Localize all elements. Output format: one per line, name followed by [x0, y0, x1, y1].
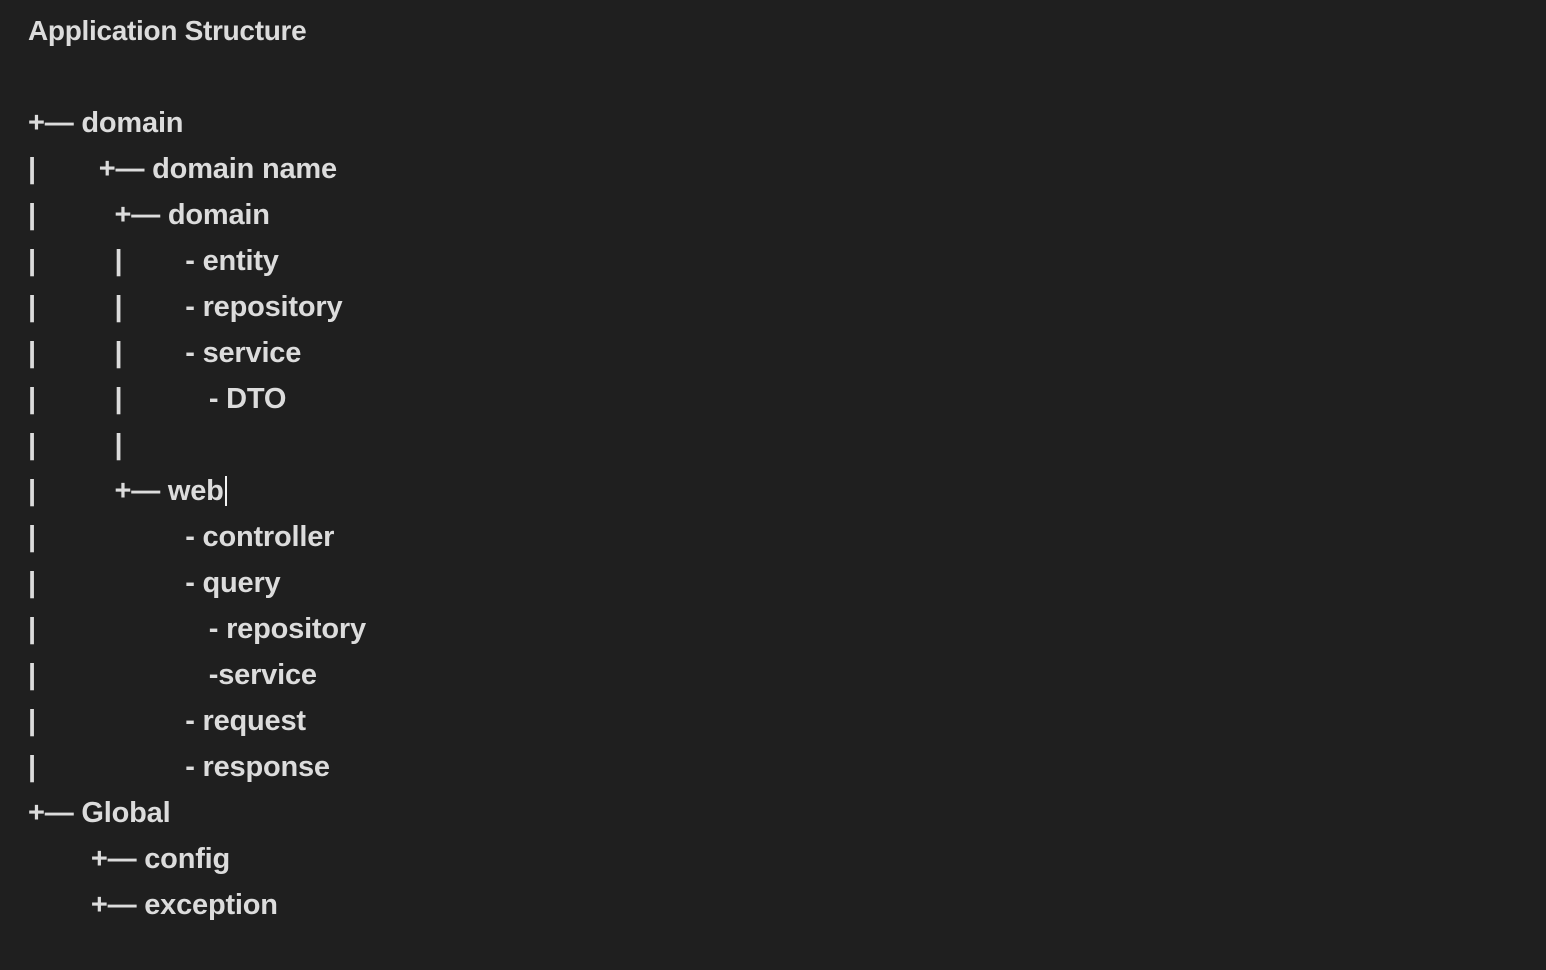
tree-line[interactable]: | +— domain [0, 192, 1546, 238]
tree-connector: | +— [28, 153, 153, 185]
tree-connector: | | - [28, 383, 227, 415]
tree-node-label: Global [81, 797, 171, 829]
tree-line[interactable]: | | - DTO [0, 376, 1546, 422]
tree-connector: | - [28, 659, 219, 691]
application-structure-tree[interactable]: +— domain| +— domain name| +— domain| | … [0, 100, 1546, 928]
tree-line[interactable]: | - query [0, 560, 1546, 606]
tree-node-label: domain [81, 107, 184, 139]
tree-connector: | - [28, 751, 203, 783]
tree-line[interactable]: | - controller [0, 514, 1546, 560]
tree-line[interactable]: | +— domain name [0, 146, 1546, 192]
tree-node-label: controller [202, 521, 335, 553]
blank-line [0, 54, 1546, 100]
tree-line[interactable]: +— Global [0, 790, 1546, 836]
tree-line[interactable]: +— domain [0, 100, 1546, 146]
tree-node-label: service [218, 659, 317, 691]
tree-connector: | - [28, 521, 203, 553]
tree-connector: | - [28, 705, 203, 737]
text-cursor [224, 476, 227, 506]
tree-node-label: config [144, 843, 231, 875]
tree-connector: | | [28, 429, 123, 461]
tree-node-label: service [202, 337, 302, 369]
tree-connector: +— [28, 843, 145, 875]
tree-line[interactable]: +— config [0, 836, 1546, 882]
tree-connector: | +— [28, 475, 168, 507]
tree-connector: | | - [28, 291, 203, 323]
tree-line[interactable]: | -service [0, 652, 1546, 698]
tree-node-label: domain name [152, 153, 337, 185]
tree-node-label: web [167, 475, 224, 507]
tree-connector: | | - [28, 245, 203, 277]
tree-connector: | - [28, 613, 227, 645]
tree-line[interactable]: | | - entity [0, 238, 1546, 284]
tree-node-label: request [202, 705, 307, 737]
tree-connector: +— [28, 797, 82, 829]
tree-line[interactable]: | | - repository [0, 284, 1546, 330]
tree-node-label: entity [202, 245, 279, 277]
tree-node-label: exception [144, 889, 278, 921]
tree-node-label: DTO [226, 383, 287, 415]
tree-line[interactable]: | | - service [0, 330, 1546, 376]
tree-line[interactable]: +— exception [0, 882, 1546, 928]
tree-connector: | +— [28, 199, 168, 231]
tree-line[interactable]: | - response [0, 744, 1546, 790]
tree-connector: +— [28, 107, 82, 139]
tree-node-label: repository [202, 291, 343, 323]
tree-connector: | | - [28, 337, 203, 369]
tree-node-label: domain [167, 199, 270, 231]
page-title: Application Structure [28, 15, 307, 46]
tree-connector: +— [28, 889, 145, 921]
tree-line[interactable]: | +— web [0, 468, 1546, 514]
tree-line[interactable]: | | [0, 422, 1546, 468]
tree-node-label: repository [226, 613, 366, 645]
tree-connector: | - [28, 567, 203, 599]
tree-node-label: query [202, 567, 281, 599]
tree-line[interactable]: | - repository [0, 606, 1546, 652]
tree-node-label: response [202, 751, 331, 783]
tree-line[interactable]: | - request [0, 698, 1546, 744]
